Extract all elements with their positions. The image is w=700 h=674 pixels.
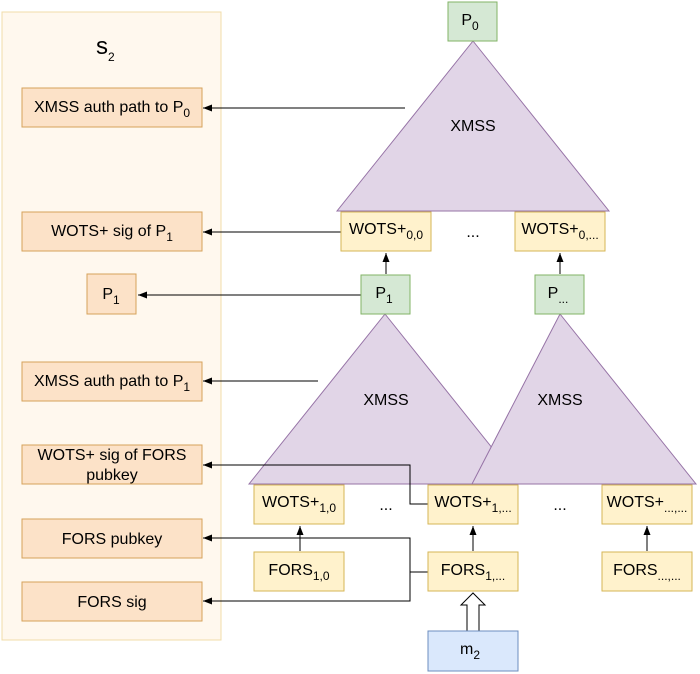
- fors-1-dots: [427, 551, 519, 592]
- xmss-label-left: XMSS: [363, 392, 408, 409]
- xmss-tree-right: [471, 313, 698, 485]
- wots-0-dots-label: WOTS+0,...: [521, 221, 598, 242]
- panel-title: s2: [96, 33, 115, 64]
- sig-item-xmss-auth-p1: [21, 361, 203, 402]
- sig-item-p1-label: P1: [102, 286, 120, 307]
- wots-0-dots: [514, 211, 606, 252]
- xmss-tree-left: [247, 313, 523, 485]
- message-m2-label: m2: [460, 641, 480, 662]
- node-pdots-label: P...: [548, 285, 569, 306]
- signature-items: XMSS auth path to P0 WOTS+ sig of P1 P1 …: [21, 87, 203, 622]
- fors-1-0-label: FORS1,0: [268, 562, 329, 583]
- sig-item-fors-pubkey: [21, 518, 203, 559]
- wots-0-0: [340, 211, 432, 252]
- wots-dots-dots-label: WOTS+...,...: [607, 494, 688, 515]
- wots-1-dots: [427, 484, 519, 525]
- fors-dots-dots-label: FORS...,...: [613, 562, 681, 583]
- fors-1-0: [253, 551, 345, 592]
- xmss-tree-top: [335, 40, 611, 212]
- sig-item-fors-pubkey-label: FORS pubkey: [62, 531, 162, 548]
- wots-1-0: [253, 484, 345, 525]
- sig-item-p1: [86, 273, 137, 315]
- sig-item-wots-sig-p1-label: WOTS+ sig of P1: [51, 223, 173, 244]
- sig-item-wots-sig-fors-line1: WOTS+ sig of FORS: [38, 447, 187, 464]
- arrow-fors-pubkey: [203, 534, 428, 573]
- ellipsis-level1-b: ...: [553, 497, 566, 514]
- fors-1-dots-label: FORS1,...: [441, 562, 505, 583]
- sig-item-wots-sig-fors: [21, 444, 203, 485]
- wots-1-dots-label: WOTS+1,...: [434, 494, 511, 515]
- wots-0-0-label: WOTS+0,0: [349, 221, 423, 242]
- ellipsis-level1-a: ...: [379, 497, 392, 514]
- xmss-label-right: XMSS: [537, 392, 582, 409]
- arrow-wots-sig-fors: [203, 461, 428, 505]
- node-p1-label: P1: [375, 285, 393, 306]
- wots-1-0-label: WOTS+1,0: [262, 494, 336, 515]
- node-p0-label: P0: [461, 12, 479, 33]
- node-pdots: [534, 274, 585, 315]
- node-p0: [447, 1, 498, 42]
- sig-item-wots-sig-fors-line2: pubkey: [86, 467, 138, 484]
- connectors: [138, 104, 651, 605]
- sig-item-xmss-auth-p0: [21, 87, 203, 128]
- fors-dots-dots: [601, 551, 693, 592]
- xmss-label-top: XMSS: [450, 118, 495, 135]
- wots-dots-dots: [601, 484, 693, 525]
- arrow-fors-sig: [203, 572, 411, 605]
- hollow-arrow-message: [459, 592, 487, 632]
- sig-item-fors-sig: [21, 581, 203, 622]
- ellipsis-level0: ...: [466, 224, 479, 241]
- node-p1: [360, 274, 411, 315]
- sig-item-wots-sig-p1: [21, 211, 203, 252]
- sig-item-xmss-auth-p1-label: XMSS auth path to P1: [34, 373, 190, 394]
- sig-item-fors-sig-label: FORS sig: [77, 594, 146, 611]
- sig-item-xmss-auth-p0-label: XMSS auth path to P0: [34, 99, 190, 120]
- message-m2: [427, 630, 519, 672]
